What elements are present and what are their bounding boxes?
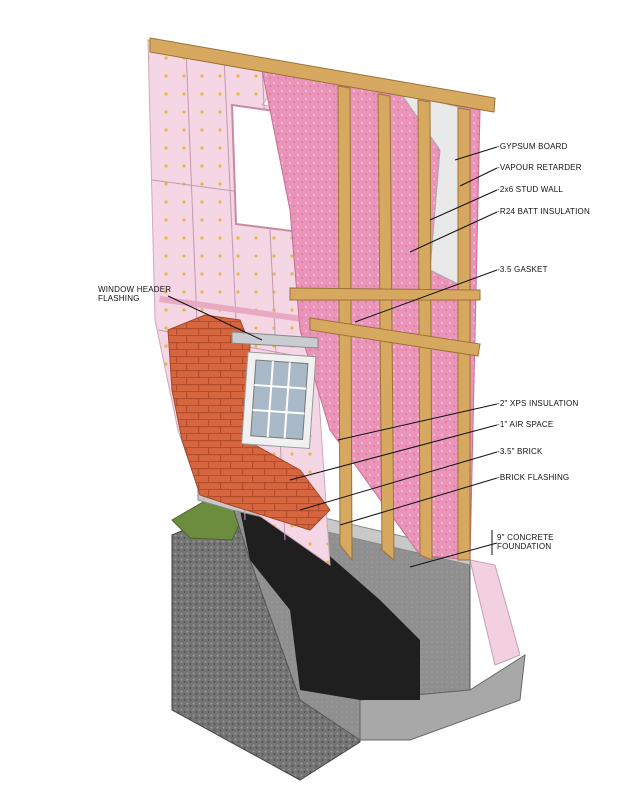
- foundation-xps-strip: [469, 559, 521, 666]
- label-air-space: -1" AIR SPACE: [497, 420, 554, 429]
- label-gypsum-board: -GYPSUM BOARD: [497, 142, 568, 151]
- label-vapour-retarder: -VAPOUR RETARDER: [497, 163, 582, 172]
- brick-veneer: [167, 314, 331, 531]
- label-batt-insulation: -R24 BATT INSULATION: [497, 207, 590, 216]
- leader-lines: [167, 146, 498, 568]
- label-stud-wall: -2x6 STUD WALL: [497, 185, 564, 194]
- gypsum-board: [398, 91, 471, 291]
- damp-proof-membrane: [240, 510, 420, 700]
- stud-wall-framing: [149, 37, 496, 562]
- label-brick-flashing: -BRICK FLASHING: [497, 473, 570, 482]
- lower-window-glass: [250, 359, 309, 440]
- concrete-foundation-side: [359, 654, 526, 741]
- lower-window-muntins: [252, 361, 307, 439]
- xps-tape-strip: [159, 295, 309, 323]
- label-gasket: -3.5 GASKET: [497, 265, 548, 274]
- label-xps-insulation: -2" XPS INSULATION: [497, 399, 579, 408]
- label-brick: -3.5" BRICK: [497, 447, 543, 456]
